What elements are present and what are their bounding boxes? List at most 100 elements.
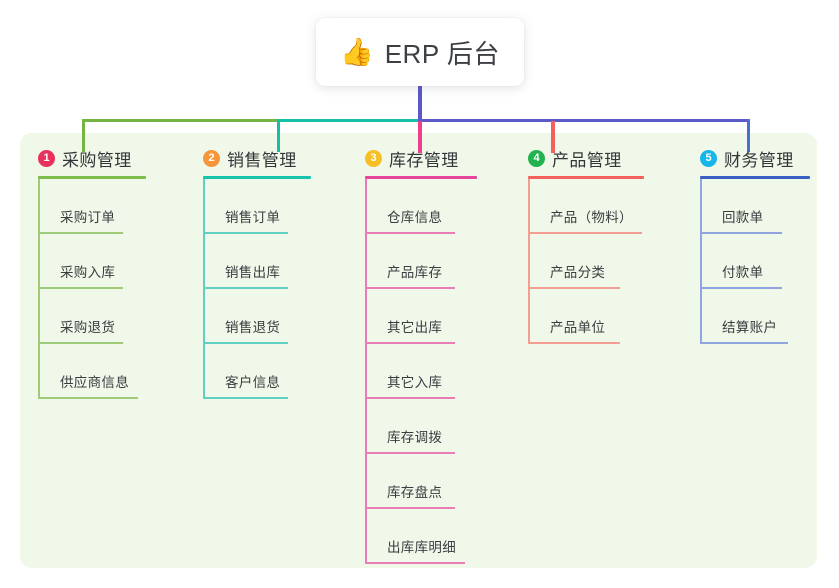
leaf-item-label: 销售退货	[225, 320, 281, 335]
branch-header-rule	[700, 176, 810, 179]
leaf-item-label: 产品分类	[550, 265, 606, 280]
leaf-item-rule	[528, 287, 620, 289]
branch-spine	[528, 179, 530, 344]
leaf-item[interactable]: 库存调拨	[365, 399, 525, 454]
leaf-item[interactable]: 回款单	[700, 179, 839, 234]
leaf-item-label: 其它出库	[387, 320, 443, 335]
leaf-item-label: 库存盘点	[387, 485, 443, 500]
leaf-item[interactable]: 销售出库	[203, 234, 363, 289]
branch-item-list: 销售订单销售出库销售退货客户信息	[203, 179, 363, 399]
leaf-item-rule	[203, 232, 288, 234]
leaf-item[interactable]: 库存盘点	[365, 454, 525, 509]
branch-index-badge: 4	[528, 149, 545, 167]
leaf-item-rule	[365, 397, 455, 399]
branch-spine	[203, 179, 205, 399]
connector-drop-column-2	[277, 119, 280, 152]
connector-bar-purple	[418, 119, 750, 122]
leaf-item[interactable]: 其它出库	[365, 289, 525, 344]
leaf-item-label: 其它入库	[387, 375, 443, 390]
branch-title: 财务管理	[724, 150, 794, 170]
branch-index-badge: 2	[203, 149, 220, 167]
root-node-card[interactable]: 👍 ERP 后台	[316, 18, 524, 86]
leaf-item[interactable]: 产品（物料）	[528, 179, 698, 234]
leaf-item-label: 产品库存	[387, 265, 443, 280]
leaf-item[interactable]: 结算账户	[700, 289, 839, 344]
branch-item-list: 仓库信息产品库存其它出库其它入库库存调拨库存盘点出库库明细	[365, 179, 525, 564]
root-node-content: 👍 ERP 后台	[340, 34, 500, 71]
branch-title: 采购管理	[62, 150, 132, 170]
branch-column-5: 5 财务管理回款单付款单结算账户	[700, 146, 839, 344]
leaf-item-rule	[203, 342, 288, 344]
leaf-item[interactable]: 付款单	[700, 234, 839, 289]
branch-item-list: 产品（物料） 产品分类产品单位	[528, 179, 698, 344]
leaf-item-rule	[700, 342, 788, 344]
leaf-item[interactable]: 采购订单	[38, 179, 198, 234]
leaf-item-rule	[528, 232, 642, 234]
leaf-item[interactable]: 销售退货	[203, 289, 363, 344]
leaf-item[interactable]: 采购退货	[38, 289, 198, 344]
leaf-item-label: 结算账户	[722, 320, 778, 335]
branch-title: 产品管理	[552, 150, 622, 170]
branch-column-4: 4 产品管理产品（物料） 产品分类产品单位	[528, 146, 698, 344]
branch-item-list: 回款单付款单结算账户	[700, 179, 839, 344]
branch-column-1: 1 采购管理采购订单采购入库采购退货供应商信息	[38, 146, 198, 399]
diagram-panel	[20, 133, 817, 568]
branch-header-3[interactable]: 3 库存管理	[365, 146, 525, 170]
leaf-item-label: 产品（物料）	[550, 210, 633, 225]
leaf-item[interactable]: 仓库信息	[365, 179, 525, 234]
leaf-item-label: 采购退货	[60, 320, 116, 335]
connector-trunk-vertical	[418, 86, 422, 121]
connector-drop-column-1	[82, 119, 85, 152]
branch-title: 库存管理	[389, 150, 459, 170]
leaf-item-rule	[38, 287, 123, 289]
branch-column-3: 3 库存管理仓库信息产品库存其它出库其它入库库存调拨库存盘点出库库明细	[365, 146, 525, 564]
leaf-item-rule	[203, 287, 288, 289]
thumbs-up-icon: 👍	[340, 36, 374, 67]
leaf-item[interactable]: 产品单位	[528, 289, 698, 344]
leaf-item-rule	[700, 287, 782, 289]
leaf-item-label: 付款单	[722, 265, 764, 280]
connector-drop-column-4	[551, 121, 555, 153]
connector-drop-column-5	[747, 119, 750, 152]
leaf-item-label: 库存调拨	[387, 430, 443, 445]
leaf-item-rule	[38, 342, 123, 344]
leaf-item-label: 销售出库	[225, 265, 281, 280]
leaf-item[interactable]: 出库库明细	[365, 509, 525, 564]
leaf-item-label: 采购订单	[60, 210, 116, 225]
branch-spine	[700, 179, 702, 344]
branch-index-badge: 3	[365, 149, 382, 167]
connector-bar-teal	[277, 119, 418, 122]
leaf-item[interactable]: 其它入库	[365, 344, 525, 399]
leaf-item-rule	[365, 287, 455, 289]
leaf-item-label: 供应商信息	[60, 375, 129, 390]
leaf-item[interactable]: 供应商信息	[38, 344, 198, 399]
branch-index-badge: 1	[38, 149, 55, 167]
leaf-item-rule	[365, 232, 455, 234]
connector-bar-green	[82, 119, 277, 122]
leaf-item-rule	[700, 232, 782, 234]
branch-header-rule	[365, 176, 477, 179]
leaf-item-label: 采购入库	[60, 265, 116, 280]
leaf-item-label: 销售订单	[225, 210, 281, 225]
branch-header-4[interactable]: 4 产品管理	[528, 146, 698, 170]
leaf-item[interactable]: 客户信息	[203, 344, 363, 399]
leaf-item[interactable]: 销售订单	[203, 179, 363, 234]
leaf-item-rule	[365, 562, 465, 564]
branch-index-badge: 5	[700, 149, 717, 167]
leaf-item-rule	[38, 397, 138, 399]
branch-spine	[365, 179, 367, 564]
branch-header-5[interactable]: 5 财务管理	[700, 146, 839, 170]
leaf-item-label: 仓库信息	[387, 210, 443, 225]
leaf-item[interactable]: 产品库存	[365, 234, 525, 289]
leaf-item[interactable]: 采购入库	[38, 234, 198, 289]
page-title: ERP 后台	[384, 38, 500, 69]
leaf-item[interactable]: 产品分类	[528, 234, 698, 289]
leaf-item-rule	[203, 397, 288, 399]
leaf-item-label: 回款单	[722, 210, 764, 225]
branch-header-rule	[203, 176, 311, 179]
branch-header-1[interactable]: 1 采购管理	[38, 146, 198, 170]
leaf-item-rule	[365, 342, 455, 344]
